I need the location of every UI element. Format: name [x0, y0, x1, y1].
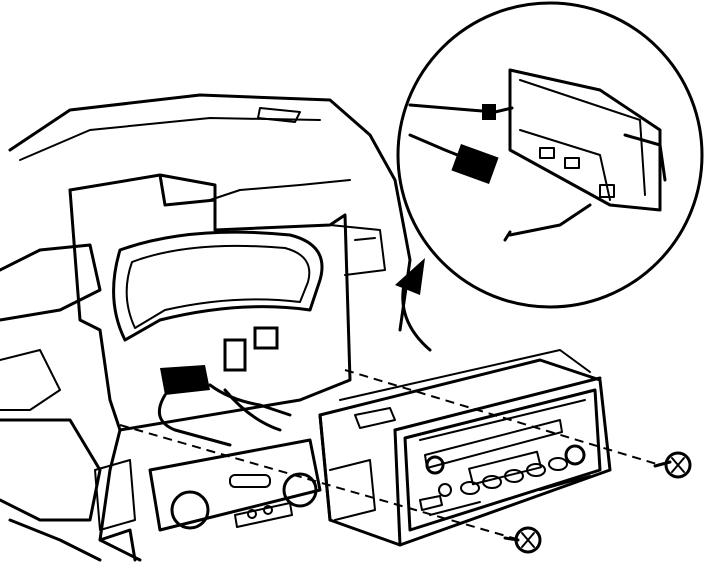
climate-control-panel — [148, 438, 322, 532]
detail-callout — [396, 1, 704, 309]
screw-right — [653, 451, 692, 479]
detail-connector — [408, 103, 514, 184]
detail-radio-chassis — [508, 68, 667, 212]
radio-unit — [318, 349, 612, 547]
screw-bottom — [503, 526, 542, 554]
instrument-panel — [0, 93, 412, 562]
dash-wiring-harness — [157, 326, 292, 447]
curved-arrow — [395, 258, 432, 352]
cluster-opening — [112, 230, 324, 342]
detail-antenna-cable — [503, 203, 592, 242]
alignment-lines — [119, 369, 661, 541]
center-stack-frame — [68, 173, 386, 562]
